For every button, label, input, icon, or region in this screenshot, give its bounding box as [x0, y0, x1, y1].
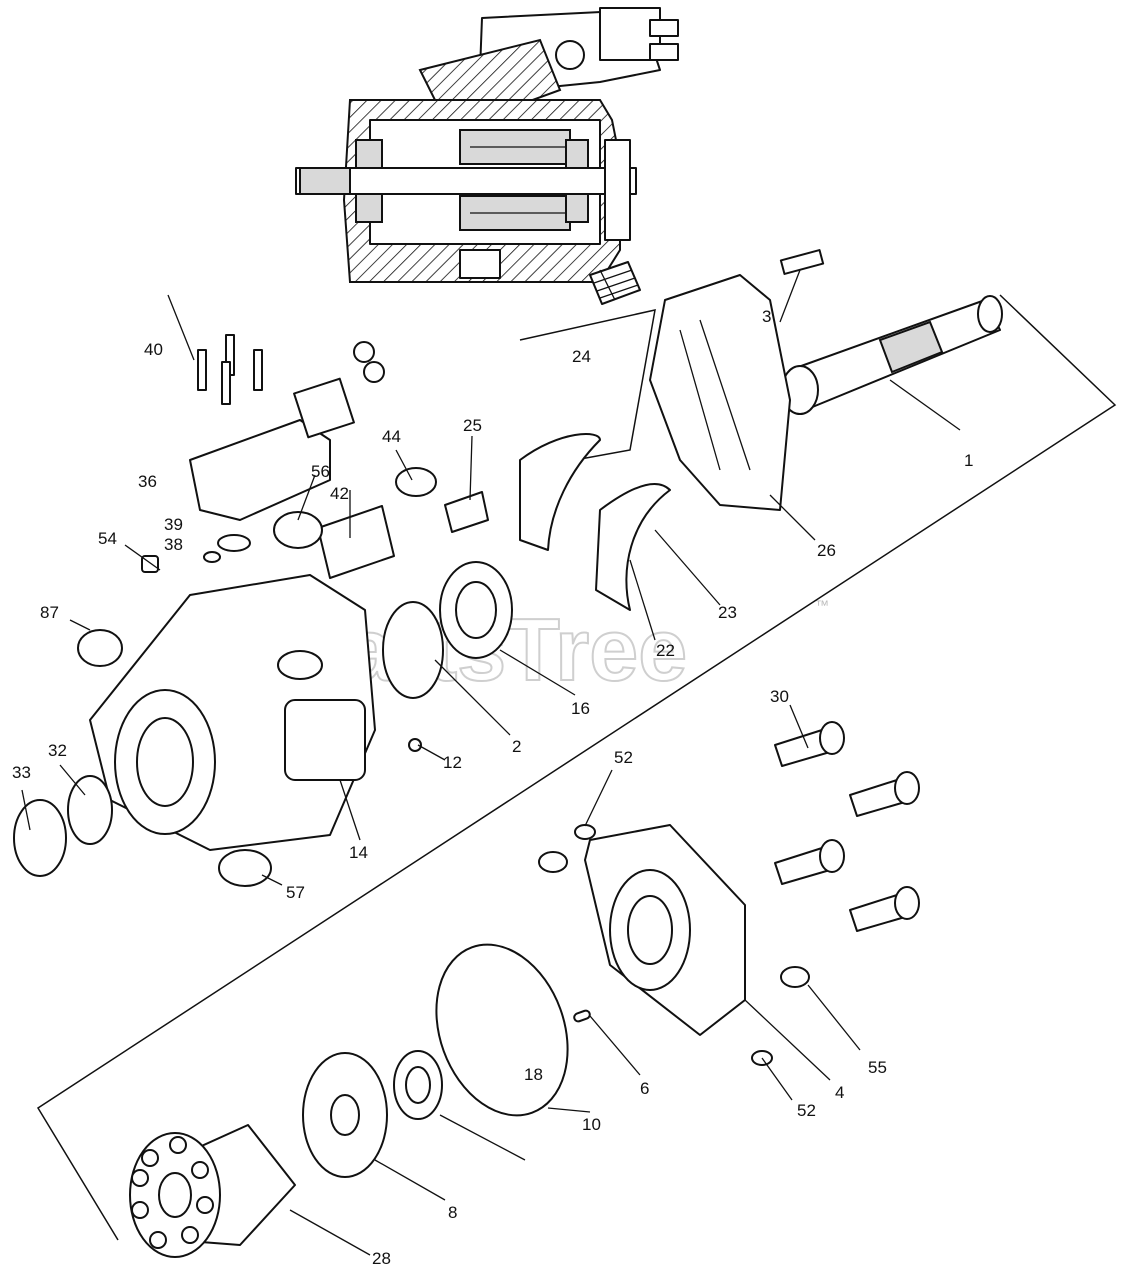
callout-40: 40: [144, 340, 163, 359]
bearing-18: [393, 1050, 443, 1120]
o-ring-38: [203, 551, 221, 563]
seal-ring: [382, 601, 444, 699]
plug-44: [395, 467, 437, 497]
shaft-seal: [67, 775, 113, 845]
callout-52-lower: 52: [797, 1101, 816, 1120]
callout-4: 4: [835, 1083, 844, 1102]
nut-55: [780, 966, 810, 988]
callout-87: 87: [40, 603, 59, 622]
plug-57: [218, 849, 272, 887]
pump-cross-section: [295, 7, 679, 283]
sleeve: [444, 491, 489, 533]
tapered-bearing-16: [439, 561, 513, 659]
pump-housing: [89, 574, 376, 851]
callout-39: 39: [164, 515, 183, 534]
valve-plate: [302, 1052, 388, 1178]
callout-8: 8: [448, 1203, 457, 1222]
callout-26: 26: [817, 541, 836, 560]
callout-14: 14: [349, 843, 368, 862]
callout-42: 42: [330, 484, 349, 503]
callout-36: 36: [138, 472, 157, 491]
callout-23: 23: [718, 603, 737, 622]
callout-54: 54: [98, 529, 117, 548]
pin-42: [317, 505, 395, 579]
saddle-bearing-lower: [595, 483, 671, 611]
callout-10: 10: [582, 1115, 601, 1134]
callout-labels: 1 2 3 4 6 8 10 12 14 16 18 22 23 24 25 2…: [12, 307, 973, 1268]
plug-52-upper: [574, 824, 596, 840]
control-valve: [189, 341, 385, 521]
callout-16: 16: [571, 699, 590, 718]
ball-12: [408, 738, 422, 752]
callout-18: 18: [524, 1065, 543, 1084]
plug-left-endcap: [538, 851, 568, 873]
callout-44: 44: [382, 427, 401, 446]
callout-28: 28: [372, 1249, 391, 1268]
spring: [589, 261, 641, 305]
callout-57: 57: [286, 883, 305, 902]
cylinder-block: [129, 1124, 296, 1258]
callout-25: 25: [463, 416, 482, 435]
assembly-outline: [36, 294, 1117, 1241]
watermark-trademark: ™: [815, 597, 829, 613]
callout-52-upper: 52: [614, 748, 633, 767]
screws-40: [197, 334, 263, 405]
callout-1: 1: [964, 451, 973, 470]
end-cap: [584, 824, 746, 1036]
swash-plate: [649, 274, 791, 511]
callout-55: 55: [868, 1058, 887, 1077]
o-ring-39: [217, 534, 251, 552]
snap-ring: [13, 799, 67, 877]
plug-56: [273, 511, 323, 549]
leader-lines: [21, 269, 961, 1256]
bolts-30: [774, 721, 920, 932]
plug-87: [77, 629, 123, 667]
callout-24: 24: [572, 347, 591, 366]
callout-22: 22: [656, 641, 675, 660]
callout-30: 30: [770, 687, 789, 706]
callout-56: 56: [311, 462, 330, 481]
o-ring-10: [435, 943, 569, 1117]
dowel-pin: [573, 1009, 591, 1023]
saddle-bearing-upper: [519, 433, 601, 551]
callout-3: 3: [762, 307, 771, 326]
callout-2: 2: [512, 737, 521, 756]
drive-shaft: [779, 249, 1003, 415]
callout-6: 6: [640, 1079, 649, 1098]
callout-38: 38: [164, 535, 183, 554]
callout-32: 32: [48, 741, 67, 760]
callout-12: 12: [443, 753, 462, 772]
callout-33: 33: [12, 763, 31, 782]
